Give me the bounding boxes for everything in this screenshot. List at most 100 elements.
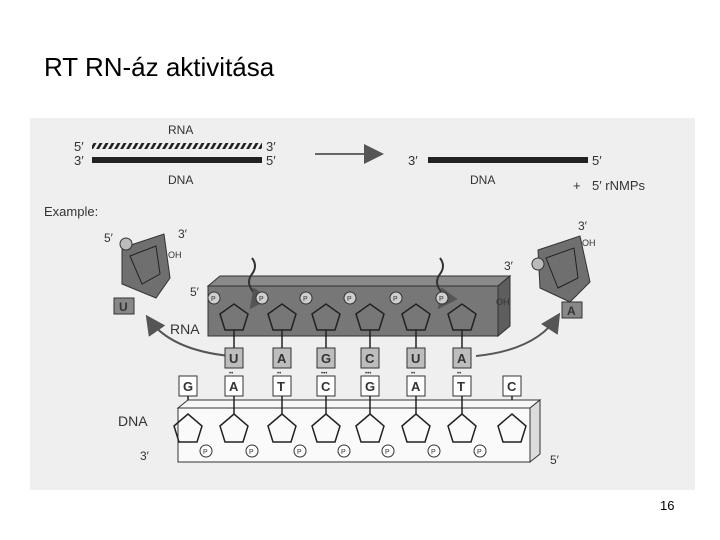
- base-pair-marks: ••: [229, 371, 233, 377]
- rnase-h-diagram: RNA 5′ 3′ 3′ 5′ DNA 3′ 5′ DNA + 5′ rNMPs…: [30, 118, 695, 490]
- rna-phosphate-label: P: [259, 296, 264, 303]
- dna-backbone-5prime: 5′: [550, 453, 560, 467]
- dna-deoxyribose: [311, 413, 341, 443]
- dna-phosphate-label: P: [385, 449, 390, 456]
- rna-backbone-3prime: 3′: [504, 259, 514, 273]
- top-rna-5prime: 5′: [74, 139, 84, 154]
- base-pair-marks: ••: [277, 371, 281, 377]
- dna-deoxyribose: [173, 413, 203, 443]
- dna-deoxyribose: [447, 413, 477, 443]
- product-3prime: 3′: [408, 153, 418, 168]
- base-pair-marks: ••: [457, 371, 461, 377]
- rna-phosphate: [435, 291, 449, 305]
- dna-base-letter: C: [321, 379, 331, 394]
- rna-base-box: [406, 347, 426, 369]
- rna-backbone-5prime: 5′: [190, 285, 200, 299]
- rna-base-letter: U: [411, 351, 420, 366]
- dna-base-letter: G: [365, 379, 375, 394]
- rna-base-letter: A: [457, 351, 467, 366]
- rna-base-letter: U: [229, 351, 238, 366]
- plus-sign: +: [573, 178, 581, 193]
- dna-phosphate-label: P: [431, 449, 436, 456]
- rna-phosphate: [255, 291, 269, 305]
- rna-phosphate: [299, 291, 313, 305]
- rna-base-box: [224, 347, 244, 369]
- dna-phosphate: [293, 444, 307, 458]
- dna-strand-label: DNA: [118, 413, 148, 429]
- rna-base-box: [452, 347, 472, 369]
- rna-backbone-oh: OH: [496, 297, 510, 307]
- rna-phosphate: [389, 291, 403, 305]
- product-dna-strand: [428, 157, 588, 163]
- release-arrow-right: [475, 312, 561, 357]
- rna-phosphate-label: P: [439, 296, 444, 303]
- base-pair-marks: •••: [321, 371, 327, 377]
- dna-phosphate-label: P: [297, 449, 302, 456]
- rna-ribose: [447, 303, 477, 331]
- dna-unpaired-base-letter: C: [507, 379, 517, 394]
- rna-ribose: [219, 303, 249, 331]
- right-nuc-3prime: 3′: [578, 219, 588, 233]
- dna-phosphate: [245, 444, 259, 458]
- product-5prime: 5′: [592, 153, 602, 168]
- rna-phosphate: [207, 291, 221, 305]
- rna-phosphate: [343, 291, 357, 305]
- rna-base-letter: G: [321, 351, 331, 366]
- slide-title: RT RN-áz aktivitása: [44, 52, 275, 82]
- dna-phosphate-label: P: [203, 449, 208, 456]
- dna-deoxyribose: [497, 413, 527, 443]
- dna-deoxyribose: [267, 413, 297, 443]
- left-nuc-3prime: 3′: [178, 227, 188, 241]
- rna-base-box: [316, 347, 336, 369]
- dna-phosphate-label: P: [249, 449, 254, 456]
- example-label: Example:: [44, 204, 98, 219]
- rna-strand-label: RNA: [170, 321, 200, 337]
- released-nucleotide-left: [113, 233, 171, 315]
- rna-base-box: [272, 347, 292, 369]
- rna-ribose: [311, 303, 341, 331]
- dna-backbone-3prime: 3′: [140, 449, 150, 463]
- rna-ribose: [401, 303, 431, 331]
- dna-phosphate-label: P: [341, 449, 346, 456]
- dna-base-letter: A: [411, 379, 421, 394]
- left-nuc-5prime: 5′: [104, 231, 114, 245]
- dna-deoxyribose: [355, 413, 385, 443]
- dna-deoxyribose: [219, 413, 249, 443]
- left-nuc-oh: OH: [168, 250, 182, 260]
- rna-base-letter: C: [365, 351, 375, 366]
- top-dna-3prime: 3′: [74, 153, 84, 168]
- top-dna-5prime: 5′: [266, 153, 276, 168]
- rna-phosphate-label: P: [393, 296, 398, 303]
- dna-strand-solid: [92, 157, 262, 163]
- rna-ribose: [355, 303, 385, 331]
- dna-phosphate: [337, 444, 351, 458]
- dna-phosphate: [427, 444, 441, 458]
- base-pair-marks: ••: [411, 371, 415, 377]
- product-dna-label: DNA: [470, 173, 495, 187]
- rna-strand-hatched: [92, 143, 262, 149]
- rna-phosphate-label: P: [303, 296, 308, 303]
- left-nuc-base: U: [119, 300, 128, 314]
- dna-deoxyribose: [401, 413, 431, 443]
- rna-ribose: [267, 303, 297, 331]
- dna-phosphate: [473, 444, 487, 458]
- rna-phosphate-label: P: [211, 296, 216, 303]
- dna-base-letter: T: [277, 379, 285, 394]
- dna-base-letter: T: [457, 379, 465, 394]
- rna-phosphate-label: P: [347, 296, 352, 303]
- dna-base-letter: A: [229, 379, 239, 394]
- dna-unpaired-base-letter: G: [183, 379, 193, 394]
- right-nuc-oh: OH: [582, 238, 596, 248]
- cleavage-arrow-1: [248, 257, 270, 310]
- release-arrow-left: [145, 314, 231, 357]
- dna-phosphate: [381, 444, 395, 458]
- top-dna-label: DNA: [168, 173, 193, 187]
- rna-base-letter: A: [277, 351, 287, 366]
- right-nuc-base: A: [567, 304, 576, 318]
- rna-base-box: [360, 347, 380, 369]
- released-nucleotide-right: [531, 235, 591, 319]
- dna-phosphate: [199, 444, 213, 458]
- top-rna-label: RNA: [168, 123, 193, 137]
- rnmps-label: 5′ rNMPs: [592, 178, 645, 193]
- page-number: 16: [660, 498, 675, 513]
